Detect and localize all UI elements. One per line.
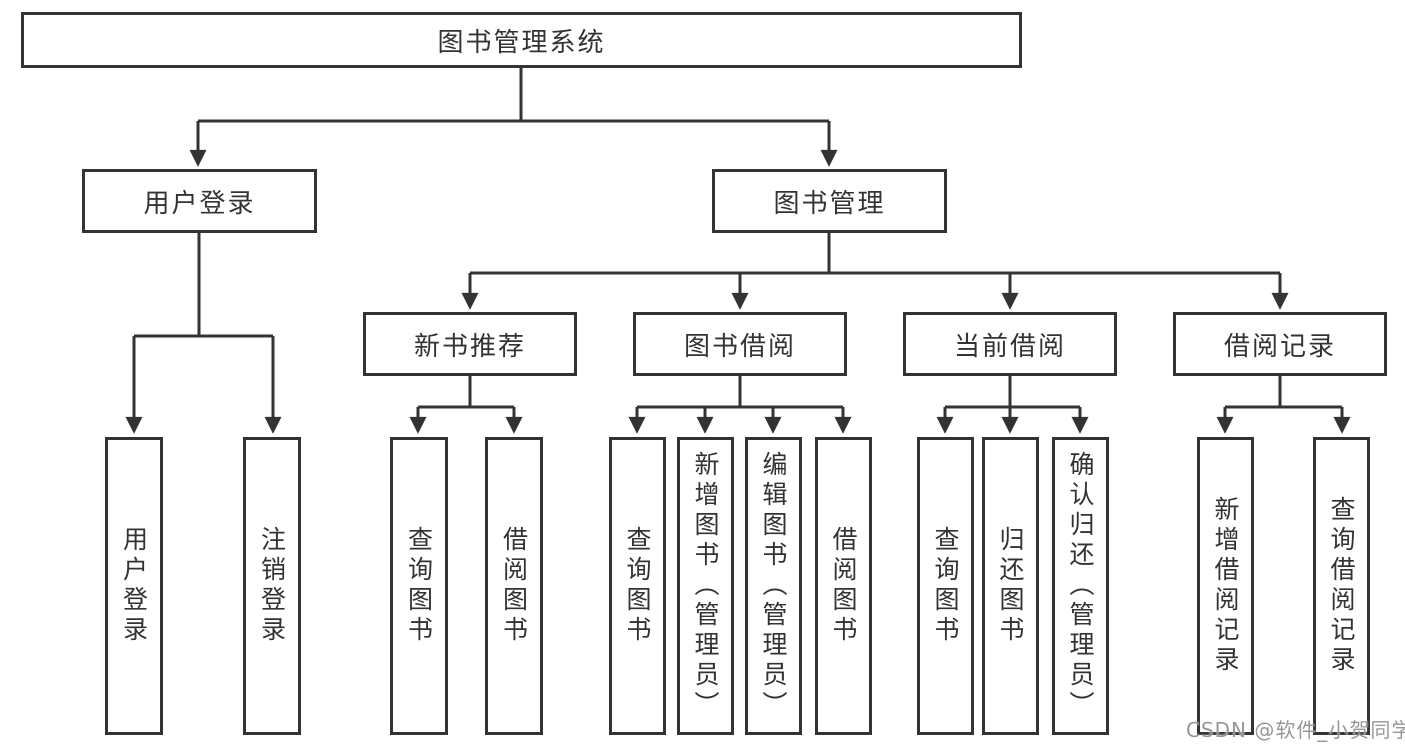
leaf-return-books: 归还图书 <box>982 437 1039 735</box>
leaf-edit-books-admin-label: 编辑图书（管理员） <box>759 451 788 721</box>
leaf-borrow-books-label: 借阅图书 <box>829 526 858 646</box>
node-book-management: 图书管理 <box>712 169 947 233</box>
node-book-borrow-label: 图书借阅 <box>683 331 796 362</box>
node-borrow-records-label: 借阅记录 <box>1223 331 1336 362</box>
leaf-add-borrow-record-label: 新增借阅记录 <box>1211 496 1240 676</box>
node-book-borrow: 图书借阅 <box>633 312 847 376</box>
leaf-query-books-borrow-label: 查询图书 <box>623 526 652 646</box>
leaf-edit-books-admin: 编辑图书（管理员） <box>745 437 802 735</box>
node-current-borrow-label: 当前借阅 <box>953 331 1066 362</box>
node-new-book-recommend-label: 新书推荐 <box>413 331 526 362</box>
leaf-logout-label: 注销登录 <box>257 526 287 646</box>
leaf-borrow-books-recommend-label: 借阅图书 <box>499 526 529 646</box>
leaf-query-books-borrow: 查询图书 <box>609 437 666 735</box>
node-new-book-recommend: 新书推荐 <box>363 312 577 376</box>
node-user-login: 用户登录 <box>82 169 317 233</box>
node-borrow-records: 借阅记录 <box>1173 312 1387 376</box>
leaf-add-books-admin: 新增图书（管理员） <box>677 437 734 735</box>
node-root-system: 图书管理系统 <box>21 12 1022 68</box>
leaf-return-books-label: 归还图书 <box>996 526 1025 646</box>
leaf-add-books-admin-label: 新增图书（管理员） <box>691 451 720 721</box>
leaf-query-books-recommend: 查询图书 <box>390 437 448 735</box>
leaf-borrow-books: 借阅图书 <box>815 437 872 735</box>
leaf-logout: 注销登录 <box>243 437 301 735</box>
node-root-label: 图书管理系统 <box>437 27 606 58</box>
node-book-management-label: 图书管理 <box>773 188 886 219</box>
leaf-add-borrow-record: 新增借阅记录 <box>1197 437 1254 735</box>
leaf-borrow-books-recommend: 借阅图书 <box>485 437 543 735</box>
leaf-confirm-return-admin: 确认归还（管理员） <box>1052 437 1109 735</box>
node-user-login-label: 用户登录 <box>143 188 256 219</box>
leaf-query-books-recommend-label: 查询图书 <box>404 526 434 646</box>
leaf-query-borrow-record: 查询借阅记录 <box>1313 437 1370 735</box>
leaf-user-login-label: 用户登录 <box>119 526 149 646</box>
leaf-query-books-current: 查询图书 <box>917 437 974 735</box>
node-current-borrow: 当前借阅 <box>903 312 1117 376</box>
watermark: CSDN @软件_小贺同学 <box>1186 718 1405 742</box>
leaf-confirm-return-admin-label: 确认归还（管理员） <box>1066 451 1095 721</box>
leaf-query-borrow-record-label: 查询借阅记录 <box>1327 496 1356 676</box>
leaf-query-books-current-label: 查询图书 <box>931 526 960 646</box>
leaf-user-login: 用户登录 <box>105 437 163 735</box>
